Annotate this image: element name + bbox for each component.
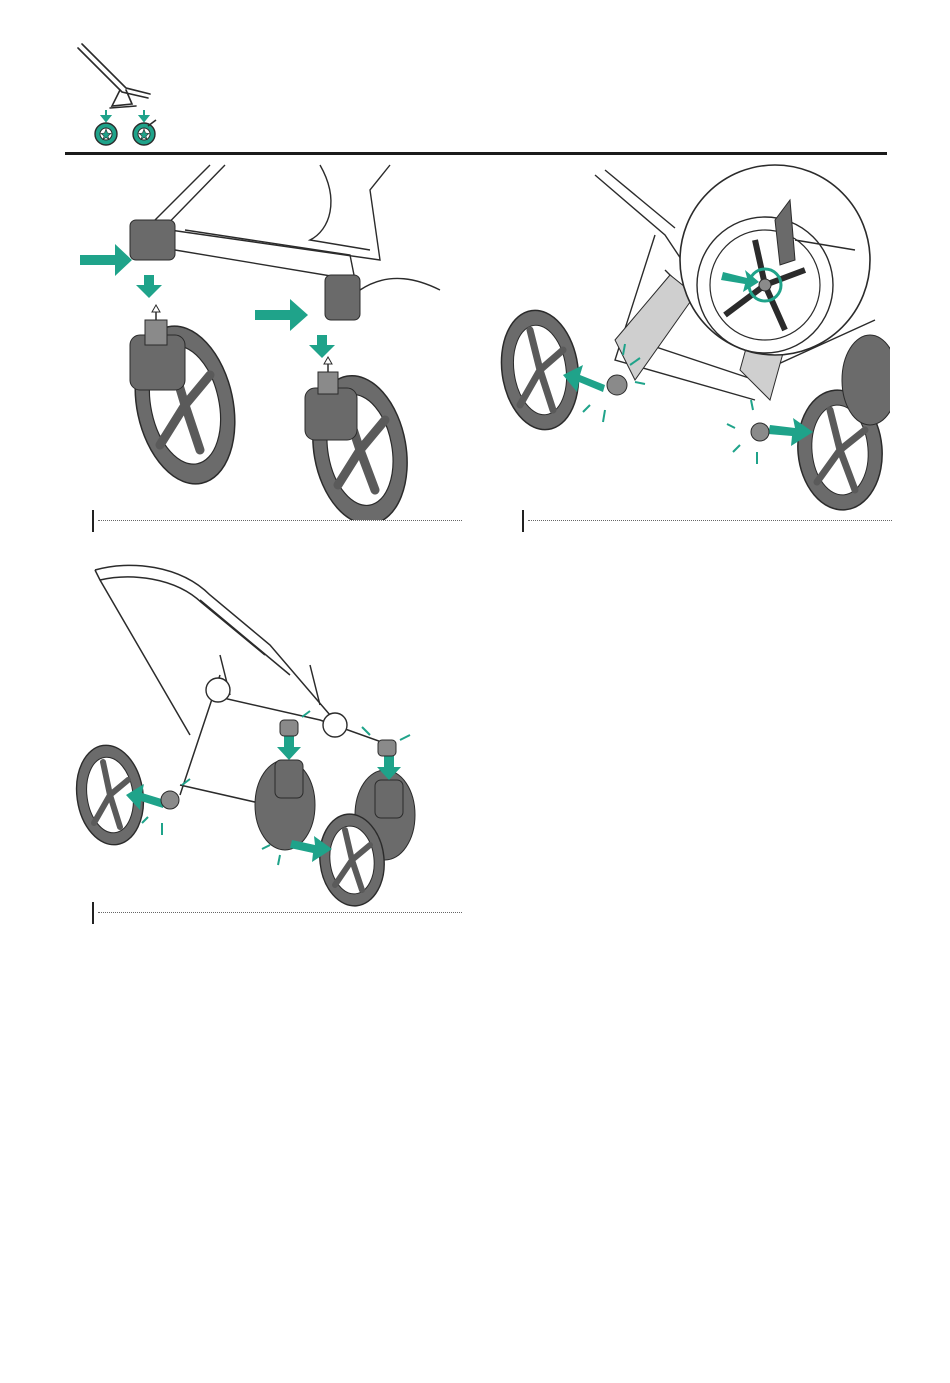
rear-left-wheel: [495, 305, 586, 434]
chassis-frame: [95, 565, 390, 810]
header-frame-wheels-icon: [70, 40, 170, 150]
front-left-socket: [130, 220, 175, 260]
front-right-wheel: [302, 357, 419, 520]
chassis-frame: [140, 165, 440, 290]
step-marker-3: [92, 902, 462, 926]
front-wheel-icon: [95, 123, 117, 145]
frame-icon: [78, 44, 150, 108]
rear-wheel-icon: [133, 120, 156, 145]
header-divider: [65, 152, 887, 155]
step-illustration-rear-wheels: [495, 160, 890, 520]
detail-magnifier: [680, 165, 870, 355]
step-marker-2: [522, 510, 892, 534]
rear-right-wheel: [793, 335, 890, 513]
fold-hinge: [206, 678, 230, 702]
step-illustration-front-wheels: [70, 160, 460, 520]
arrow-down-icon: [102, 110, 148, 121]
front-left-wheel: [121, 305, 248, 493]
front-left-wheel: [255, 760, 315, 850]
front-right-socket: [325, 275, 360, 320]
step-illustration-complete-chassis: [70, 555, 460, 910]
magnifier-cone: [615, 275, 695, 380]
step-marker-1: [92, 510, 462, 534]
push-arrow-icon: [80, 244, 335, 358]
